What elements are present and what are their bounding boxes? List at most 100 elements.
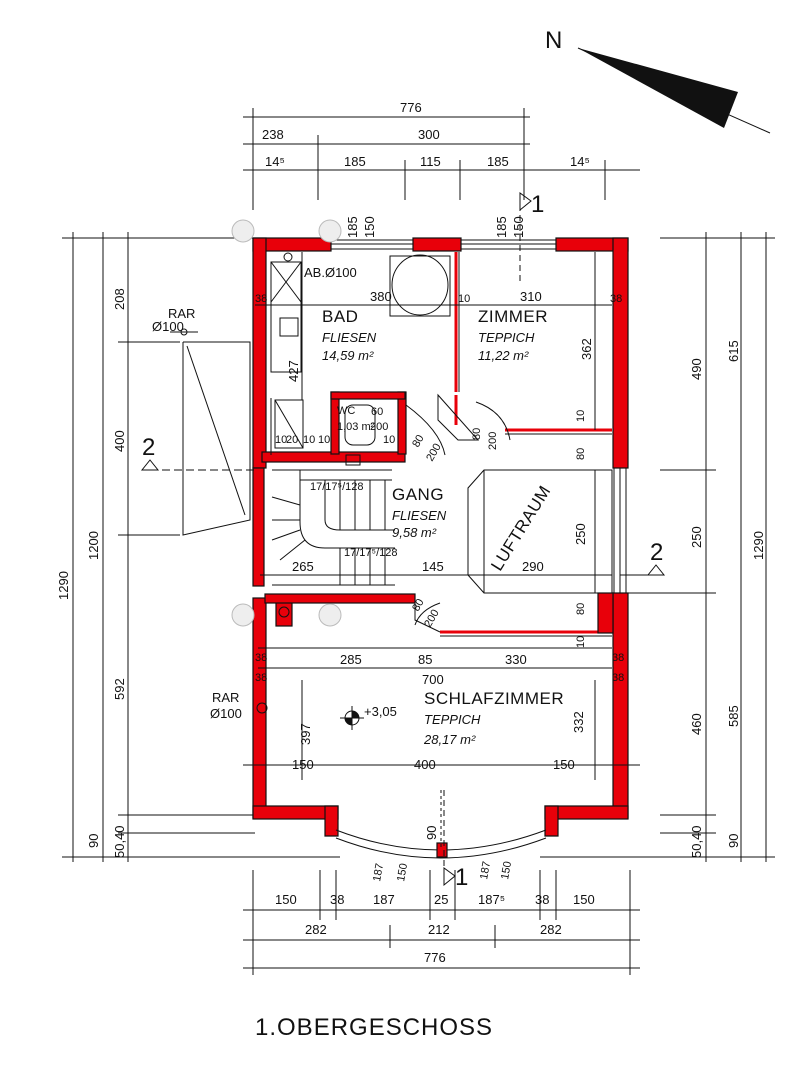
dim-s38b: 38 — [255, 672, 267, 684]
dim-right-615: 615 — [726, 340, 741, 362]
stairs-top-label: 17/17⁵/128 — [310, 481, 364, 493]
dim-s38a: 38 — [255, 652, 267, 664]
rar-bottom-label: RAR — [212, 690, 239, 705]
dim-bay187b: 187 — [478, 860, 493, 880]
dim-right-5040: 50,40 — [689, 825, 704, 858]
dim-right-250: 250 — [689, 526, 704, 548]
rar-top-size: Ø100 — [152, 319, 184, 334]
dim-top-300: 300 — [418, 127, 440, 142]
dim-r330: 330 — [505, 652, 527, 667]
dim-left-400: 400 — [112, 430, 127, 452]
dim-top-145a: 14⁵ — [265, 154, 285, 169]
dim-d200b: 200 — [487, 432, 499, 450]
dim-t38a: 38 — [255, 293, 267, 305]
luftraum-outline — [467, 469, 613, 594]
rar-marker-icon — [256, 702, 268, 714]
dim-wc-g: 10 — [303, 434, 315, 446]
dim-bottom-212: 212 — [428, 922, 450, 937]
dim-bottom-187a: 187 — [373, 892, 395, 907]
dim-d80b-top: 80 — [471, 428, 483, 440]
dim-s38d: 38 — [612, 672, 624, 684]
room-luftraum-name: LUFTRAUM — [487, 482, 554, 574]
room-schlafzimmer-area: 28,17 m² — [423, 732, 476, 747]
room-zimmer-area: 11,22 m² — [478, 348, 529, 363]
room-zimmer-floor: TEPPICH — [478, 330, 535, 345]
north-arrow-icon — [578, 48, 738, 128]
dim-d80c: 80 — [410, 597, 427, 614]
rar-bottom-size: Ø100 — [210, 706, 242, 721]
dim-s38c: 38 — [612, 652, 624, 664]
exterior-stair-outline — [170, 328, 251, 536]
north-label: N — [545, 27, 562, 54]
dim-lr-h: 250 — [573, 523, 588, 545]
dim-window-150a: 150 — [362, 216, 377, 238]
room-zimmer-name: ZIMMER — [478, 307, 548, 326]
dim-bottom-150a: 150 — [275, 892, 297, 907]
dim-wc-f: 10 — [275, 434, 287, 446]
annotations: AB.Ø100 RAR Ø100 RAR Ø100 17/17⁵/128 17/… — [152, 265, 398, 721]
dim-d10b: 10 — [575, 636, 587, 648]
dim-s400: 400 — [414, 757, 436, 772]
staircase — [271, 469, 395, 586]
level-marker: +3,05 — [340, 704, 397, 730]
dim-bottom-total: 776 — [424, 950, 446, 965]
section-left-label: 2 — [142, 434, 155, 461]
dim-window-185b: 185 — [494, 216, 509, 238]
dim-bad-w: 380 — [370, 289, 392, 304]
dim-s397: 397 — [298, 723, 313, 745]
inner-walls — [261, 252, 614, 637]
dim-right-490: 490 — [689, 358, 704, 380]
dim-left-208: 208 — [112, 288, 127, 310]
dim-top-total: 776 — [400, 100, 422, 115]
dim-d80d: 80 — [575, 603, 587, 615]
dim-wc-c: 10 — [383, 434, 395, 446]
drain-icon — [283, 252, 293, 262]
section-right-label: 2 — [650, 539, 663, 566]
dim-right-1290: 1290 — [751, 531, 766, 560]
dim-window-185a: 185 — [345, 216, 360, 238]
dim-top-185b: 185 — [487, 154, 509, 169]
dim-right-460: 460 — [689, 713, 704, 735]
dim-left-90: 90 — [86, 834, 101, 848]
bay-window: 90 — [335, 790, 547, 859]
dim-s332: 332 — [571, 711, 586, 733]
room-bad-floor: FLIESEN — [322, 330, 377, 345]
room-gang-floor: FLIESEN — [392, 508, 447, 523]
dim-r700: 700 — [422, 672, 444, 687]
dim-wc-b: 200 — [370, 421, 388, 433]
dim-right-585: 585 — [726, 705, 741, 727]
dim-bottom-25: 25 — [434, 892, 448, 907]
dim-g145: 145 — [422, 559, 444, 574]
dim-s150b: 150 — [553, 757, 575, 772]
room-bad-name: BAD — [322, 307, 358, 326]
dim-g265: 265 — [292, 559, 314, 574]
sink-icon — [279, 317, 299, 337]
outer-walls — [252, 237, 629, 837]
dim-window-150b: 150 — [511, 216, 526, 238]
stairs-bottom-label: 17/17⁵/128 — [344, 547, 398, 559]
ab-label: AB.Ø100 — [304, 265, 357, 280]
dim-bay187a: 187 — [371, 862, 386, 882]
dim-bottom-1875: 187⁵ — [478, 892, 505, 907]
dim-d80-right: 80 — [575, 448, 587, 460]
room-gang-area: 9,58 m² — [392, 525, 437, 540]
bathtub-icon — [391, 254, 449, 316]
dim-top-145b: 14⁵ — [570, 154, 590, 169]
door-swings — [405, 393, 511, 633]
plan-title: 1.OBERGESCHOSS — [255, 1014, 493, 1041]
dimension-bottom: 150 38 187 25 187⁵ 38 150 282 212 282 77… — [243, 870, 640, 975]
room-wc-name: WC — [337, 405, 355, 417]
dim-wc-a: 60 — [371, 406, 383, 418]
dimension-left: 1290 1200 208 400 592 50,40 90 — [56, 232, 340, 862]
dim-d10a: 10 — [575, 410, 587, 422]
dim-bay-90: 90 — [424, 826, 439, 840]
top-windows — [330, 239, 627, 594]
dim-d200a: 200 — [424, 442, 444, 464]
wall-markers — [231, 219, 342, 714]
bathroom-fixtures — [270, 252, 451, 466]
north-arrow: N — [545, 27, 771, 134]
dim-wc-e: 20 — [286, 434, 298, 446]
dim-r85: 85 — [418, 652, 432, 667]
toilet-icon — [344, 404, 376, 446]
